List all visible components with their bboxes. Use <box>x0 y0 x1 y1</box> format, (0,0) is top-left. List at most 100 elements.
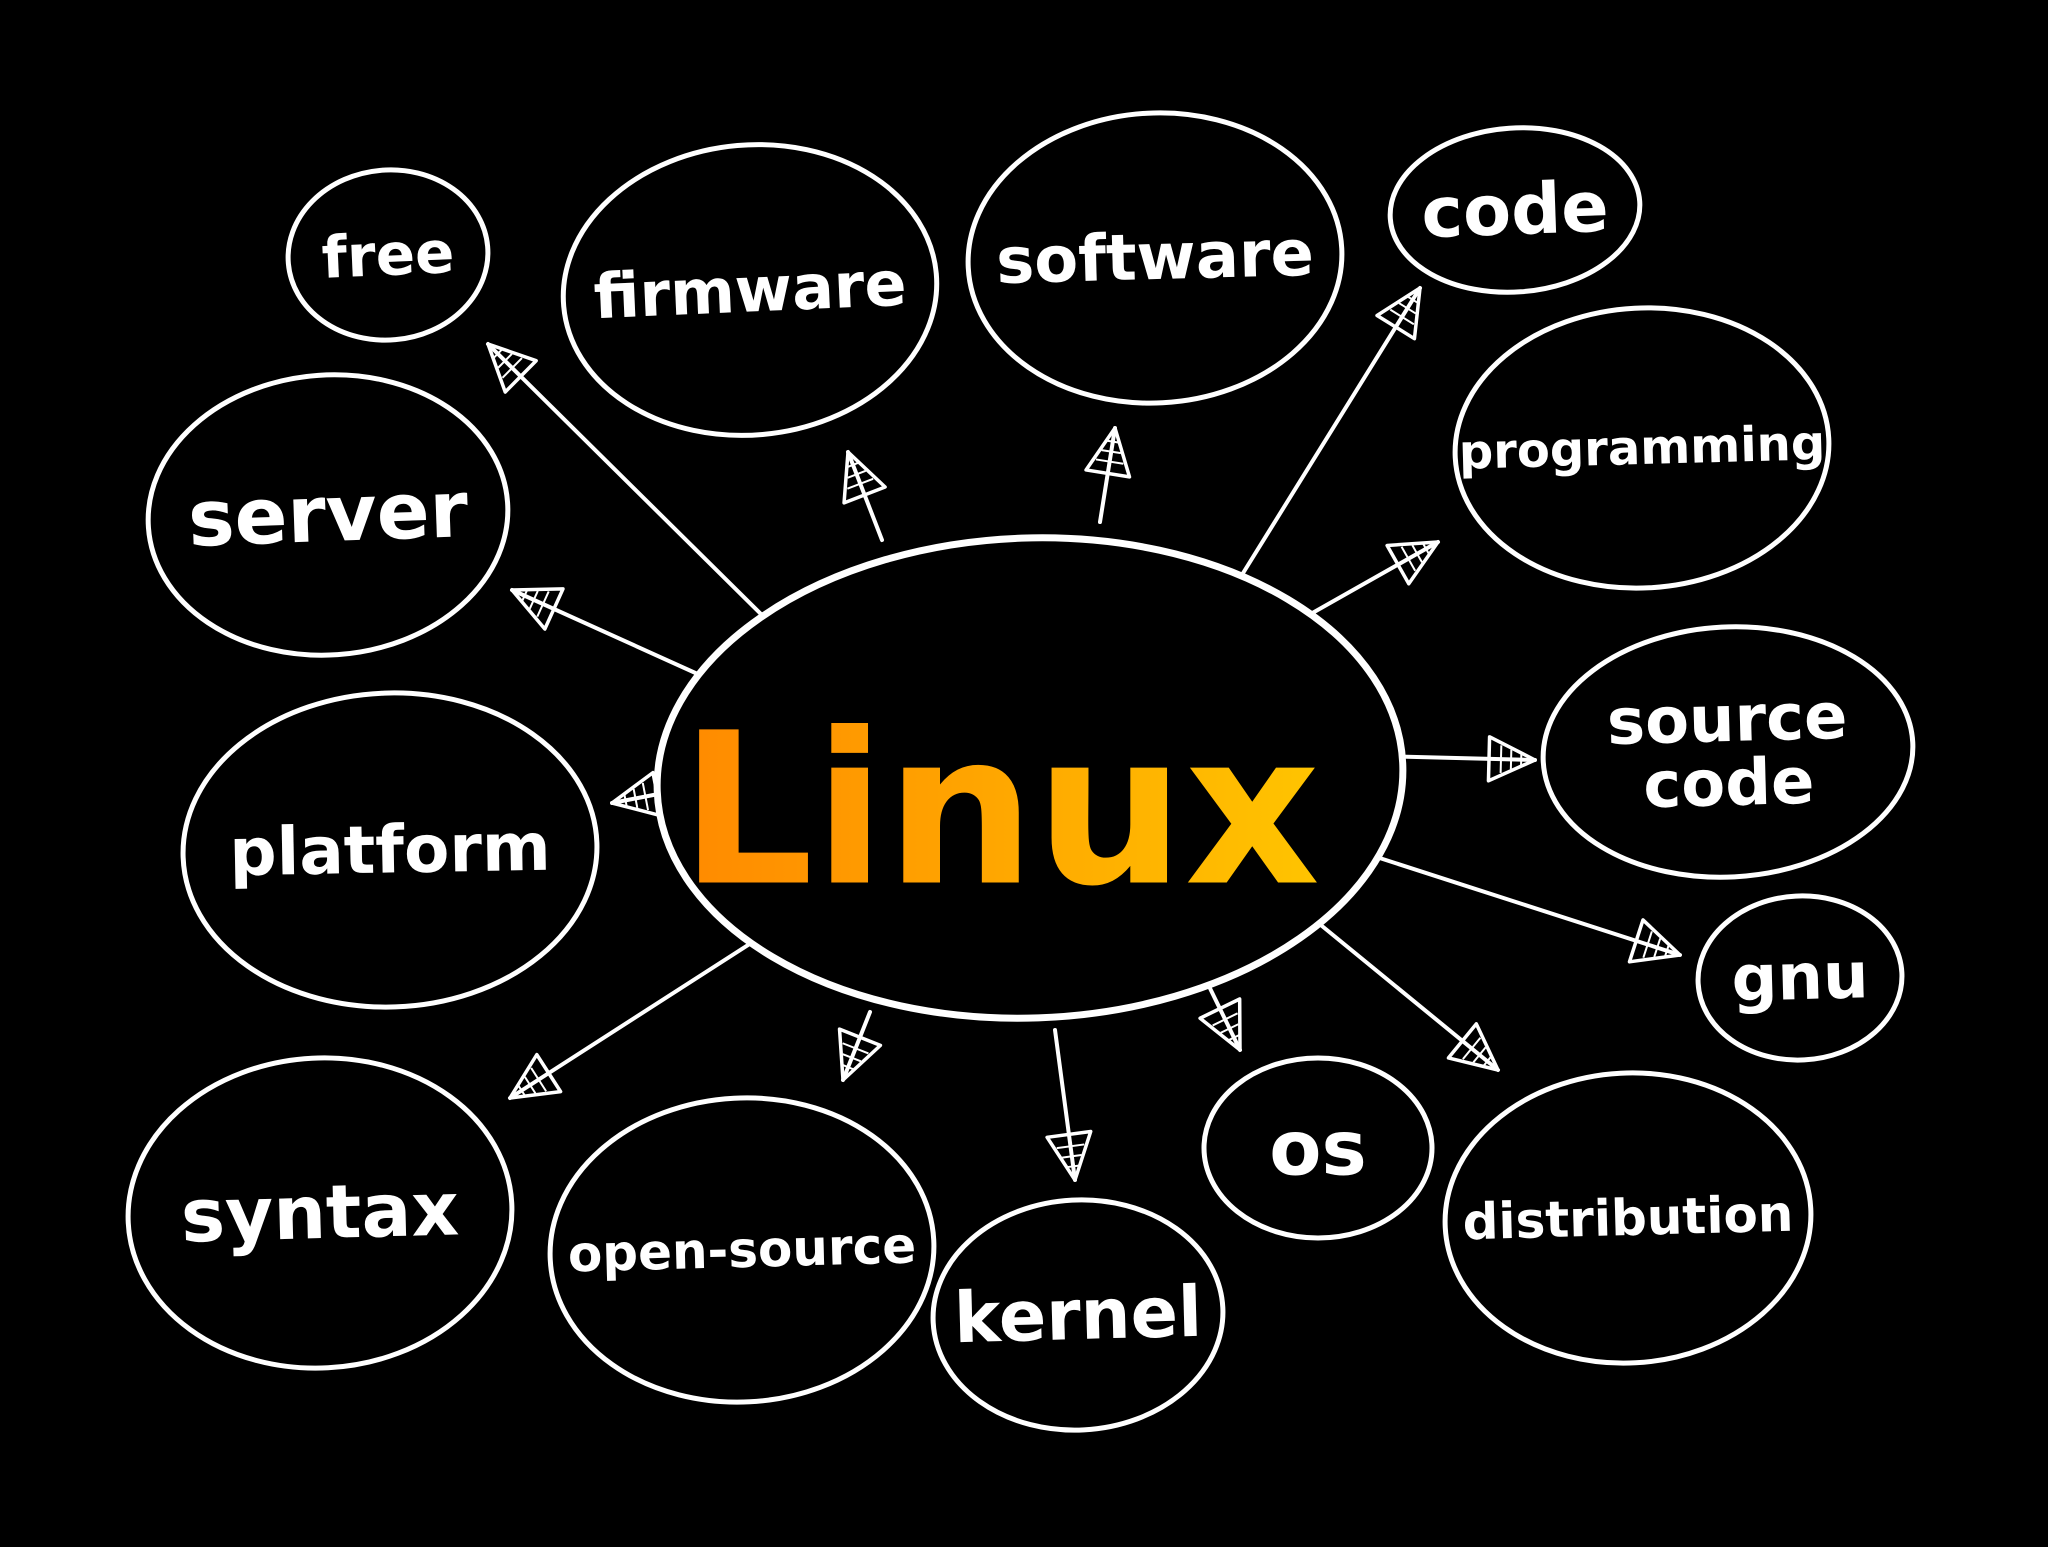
arrowhead-hatch <box>1212 1012 1239 1027</box>
arrowhead <box>510 587 565 631</box>
node-label: sourcecode <box>1606 680 1850 824</box>
connector-line <box>486 342 772 625</box>
arrowhead <box>837 1027 883 1082</box>
arrowhead-hatch <box>842 1064 854 1071</box>
node-bubble <box>125 1055 515 1371</box>
connector-line <box>1238 286 1422 580</box>
arrowhead-hatch <box>641 782 650 811</box>
connector-line <box>508 934 764 1100</box>
connector-kernel <box>1045 1028 1093 1182</box>
arrowhead-hatch <box>842 1053 862 1063</box>
arrowhead-hatch <box>1067 1164 1079 1169</box>
node-label: platform <box>229 809 552 892</box>
arrowhead <box>842 450 887 505</box>
arrowhead-hatch <box>1398 302 1417 315</box>
node-label: open-source <box>567 1216 917 1283</box>
node-label: os <box>1269 1104 1366 1193</box>
arrowhead <box>1375 286 1422 341</box>
arrowhead-hatch <box>1389 308 1415 326</box>
arrowhead-hatch <box>1422 543 1430 555</box>
connector-os <box>1198 976 1242 1052</box>
arrowhead-hatch <box>846 477 874 490</box>
node-server: server <box>145 372 511 658</box>
node-bubble <box>1201 1055 1435 1241</box>
node-firmware: firmware <box>560 142 940 438</box>
connector-syntax <box>508 934 764 1100</box>
arrowhead-hatch <box>847 461 859 468</box>
arrowhead-hatch <box>1407 295 1419 304</box>
arrowhead-hatch <box>1664 945 1670 957</box>
arrowhead-hatch <box>623 794 628 807</box>
arrowhead-hatch <box>528 590 539 610</box>
connector-firmware <box>842 450 887 542</box>
connector-server <box>510 587 724 687</box>
arrowhead-hatch <box>1642 931 1653 959</box>
node-label: gnu <box>1731 939 1870 1017</box>
connector-programming <box>1298 540 1440 622</box>
arrowhead-hatch <box>1220 1023 1239 1034</box>
arrowhead-hatch <box>1472 1046 1487 1064</box>
connector-gnu <box>1328 840 1682 964</box>
node-software: software <box>965 110 1345 406</box>
arrowhead-hatch <box>1499 745 1503 773</box>
arrowhead-hatch <box>1095 458 1124 465</box>
arrowhead-hatch <box>1228 1034 1240 1041</box>
arrowhead <box>1198 997 1242 1052</box>
arrowhead-hatch <box>501 357 523 379</box>
arrowhead <box>486 342 538 394</box>
arrowhead-hatch <box>1400 546 1417 572</box>
node-bubble <box>547 1095 937 1405</box>
arrowhead-hatch <box>493 349 503 359</box>
center-node: Linux <box>653 534 1407 1022</box>
arrowhead-hatch <box>517 1085 526 1096</box>
connector-line <box>1298 540 1440 622</box>
center-bubble <box>653 534 1407 1022</box>
node-label: syntax <box>180 1166 460 1259</box>
node-os: os <box>1201 1055 1435 1241</box>
arrowhead-hatch <box>632 788 639 809</box>
node-programming: programming <box>1452 305 1832 591</box>
arrowhead <box>508 1052 563 1100</box>
node-bubble <box>1695 893 1905 1063</box>
connector-distribution <box>1298 906 1500 1072</box>
node-bubble <box>1442 1070 1814 1366</box>
node-bubble <box>145 372 511 658</box>
node-source-code: sourcecode <box>1540 624 1916 880</box>
node-gnu: gnu <box>1695 893 1905 1063</box>
arrowhead-hatch <box>524 1076 537 1094</box>
node-syntax: syntax <box>125 1055 515 1371</box>
node-kernel: kernel <box>930 1197 1226 1433</box>
arrowhead-hatch <box>536 591 550 618</box>
connector-line <box>1298 906 1500 1072</box>
arrowhead-hatch <box>1056 1143 1085 1150</box>
node-free: free <box>285 167 491 343</box>
node-platform: platform <box>180 690 600 1010</box>
connector-code <box>1238 286 1422 580</box>
node-bubble <box>930 1197 1226 1433</box>
node-label: code <box>1420 166 1610 254</box>
connector-open-source <box>837 1010 883 1082</box>
connector-line <box>1328 840 1682 957</box>
arrowhead-hatch <box>1462 1037 1482 1060</box>
center-label: Linux <box>680 688 1320 933</box>
arrowhead-hatch <box>1101 449 1121 455</box>
arrowhead <box>1486 735 1537 783</box>
arrowhead <box>1084 426 1132 479</box>
connector-software <box>1084 426 1132 524</box>
node-label: programming <box>1458 415 1826 481</box>
arrowhead <box>1446 1022 1500 1072</box>
node-label: free <box>320 218 455 292</box>
connector-line <box>1053 1028 1077 1182</box>
arrowhead-hatch <box>1411 544 1423 563</box>
node-label: distribution <box>1462 1185 1794 1252</box>
connector-line <box>841 1010 872 1082</box>
arrowhead-hatch <box>1062 1154 1082 1159</box>
arrowhead-hatch <box>521 590 528 602</box>
connector-line <box>510 588 724 687</box>
arrowhead-hatch <box>1482 1056 1492 1067</box>
node-distribution: distribution <box>1442 1070 1814 1366</box>
arrowhead-hatch <box>847 469 867 479</box>
node-bubble <box>560 142 940 438</box>
connector-free <box>486 342 772 625</box>
